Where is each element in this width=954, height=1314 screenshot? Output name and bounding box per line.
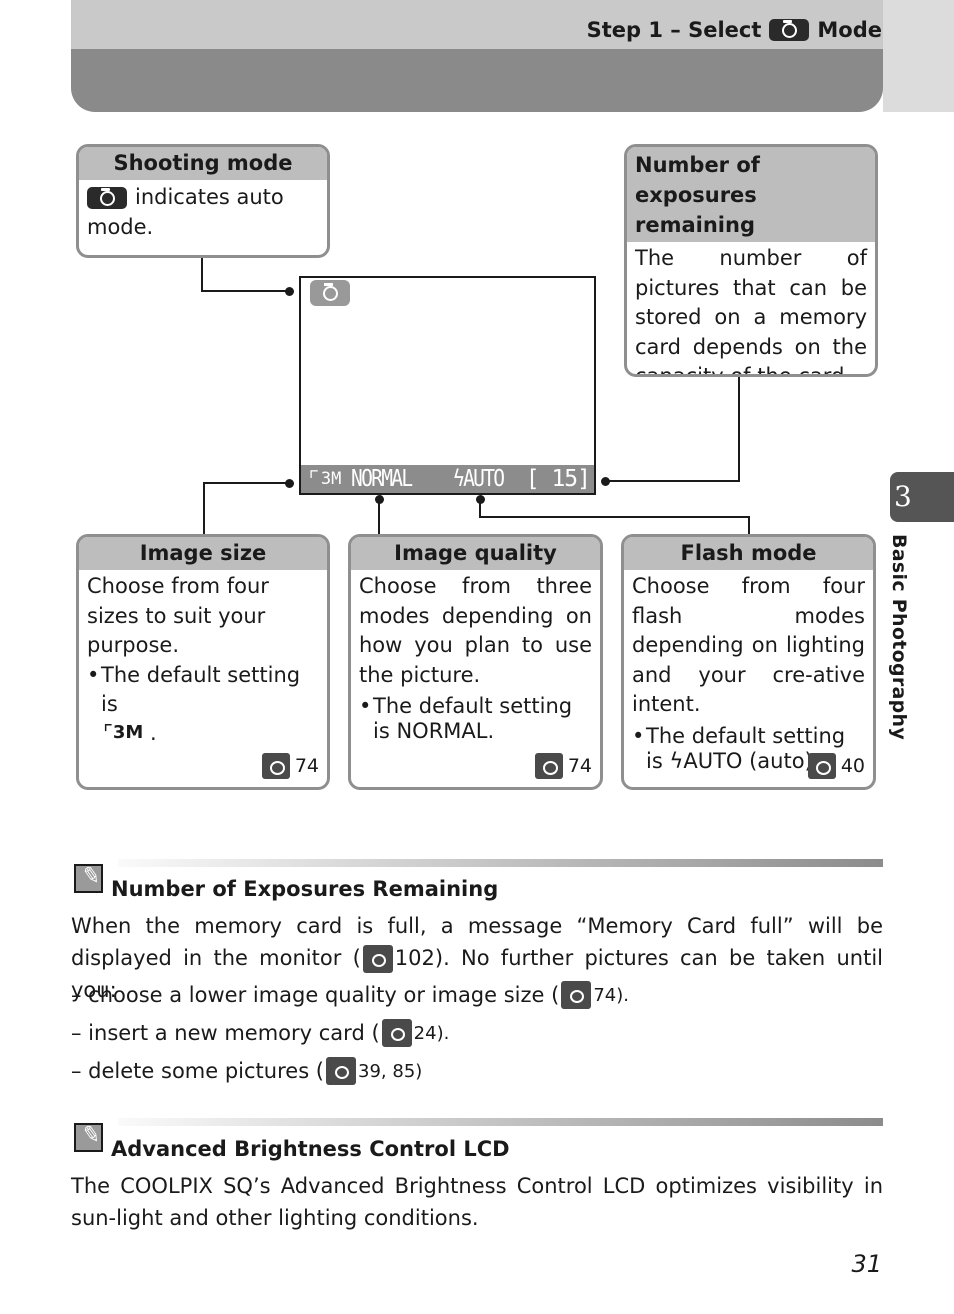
callout-bullet: •The default setting is NORMAL. xyxy=(359,694,573,743)
callout-text: Choose from four flash modes depending o… xyxy=(632,574,865,716)
camera-icon xyxy=(87,187,127,209)
monitor-flash-mode: ϟAUTO xyxy=(453,466,505,492)
connector-dot xyxy=(375,495,384,504)
lightning-icon: ϟ xyxy=(669,748,684,773)
pencil-icon: ✎ xyxy=(74,1122,103,1152)
callout-image-quality: Image quality Choose from three modes de… xyxy=(348,534,603,790)
connector-line xyxy=(605,480,740,482)
reference-icon xyxy=(561,981,592,1009)
callout-body: Choose from three modes depending on how… xyxy=(351,570,600,744)
callout-bullet-value: ⌜3M . xyxy=(103,720,157,745)
callout-bullet: •The default setting is xyxy=(87,662,301,717)
callout-exposures: Number of exposures remaining The number… xyxy=(624,144,878,377)
callout-heading: Image size xyxy=(79,537,327,570)
callout-heading: Number of exposures remaining xyxy=(627,147,875,242)
connector-line xyxy=(479,516,750,518)
callout-bullet: •The default setting is ϟAUTO (auto). xyxy=(632,723,846,773)
monitor-exposure-count: [ 15] xyxy=(525,466,591,492)
reference-icon xyxy=(807,753,836,779)
callout-text: Choose from three modes depending on how… xyxy=(359,574,592,687)
page-reference: 74 xyxy=(261,753,319,779)
connector-dot xyxy=(285,287,294,296)
connector-line xyxy=(201,290,289,292)
connector-dot xyxy=(601,477,610,486)
callout-heading: Flash mode xyxy=(624,537,873,570)
lcd-monitor: ⌜3M NORMAL ϟAUTO [ 15] xyxy=(299,276,596,495)
reference-icon xyxy=(362,945,393,973)
callout-image-size: Image size Choose from four sizes to sui… xyxy=(76,534,330,790)
header-band-dark xyxy=(71,49,883,112)
note-rule xyxy=(118,1118,883,1126)
connector-line xyxy=(378,499,380,535)
connector-line xyxy=(748,516,750,535)
callout-text: Choose from four sizes to suit your purp… xyxy=(87,574,269,657)
reference-icon xyxy=(261,753,290,779)
callout-flash-mode: Flash mode Choose from four flash modes … xyxy=(621,534,876,790)
callout-body: Choose from four sizes to suit your purp… xyxy=(79,570,327,746)
monitor-image-size: ⌜3M xyxy=(307,466,342,492)
note-list-item: – insert a new memory card (24). xyxy=(71,1019,450,1047)
reference-icon xyxy=(326,1057,357,1085)
note-list-item: – delete some pictures (39, 85) xyxy=(71,1057,423,1085)
callout-body: Choose from four flash modes depending o… xyxy=(624,570,873,774)
callout-text: The number of pictures that can be store… xyxy=(635,246,867,377)
connector-dot xyxy=(476,495,485,504)
reference-icon xyxy=(381,1019,412,1047)
title-prefix: Step 1 – Select xyxy=(586,18,762,42)
page-reference: 40 xyxy=(807,753,865,779)
note-paragraph: When the memory card is full, a message … xyxy=(71,914,883,1002)
note-heading: Number of Exposures Remaining xyxy=(111,877,499,901)
connector-line xyxy=(203,482,289,484)
note-list-item: – choose a lower image quality or image … xyxy=(71,981,629,1009)
connector-dot xyxy=(285,479,294,488)
monitor-image-quality: NORMAL xyxy=(351,466,413,492)
side-tab-top xyxy=(883,0,954,112)
callout-body: indicates auto mode. xyxy=(79,180,327,242)
connector-line xyxy=(738,377,740,481)
callout-shooting-mode: Shooting mode indicates auto mode. xyxy=(76,144,330,258)
monitor-status-bar: ⌜3M NORMAL ϟAUTO [ 15] xyxy=(301,465,594,493)
lightning-icon: ϟ xyxy=(453,466,465,492)
chapter-tab: 3 xyxy=(890,472,954,522)
chapter-label-text: Basic Photography xyxy=(888,534,910,741)
note-heading: Advanced Brightness Control LCD xyxy=(111,1137,510,1161)
callout-heading: Shooting mode xyxy=(79,147,327,180)
connector-line xyxy=(201,258,203,291)
camera-icon xyxy=(769,19,810,41)
note-paragraph: The COOLPIX SQ’s Advanced Brightness Con… xyxy=(71,1174,883,1230)
chapter-label: Basic Photography xyxy=(880,534,920,754)
monitor-camera-icon xyxy=(310,280,350,306)
connector-line xyxy=(479,499,481,517)
header-band xyxy=(71,0,883,49)
chapter-number: 3 xyxy=(894,480,912,513)
callout-heading: Image quality xyxy=(351,537,600,570)
title-suffix: Mode xyxy=(817,18,882,42)
reference-icon xyxy=(534,753,563,779)
connector-line xyxy=(203,482,205,535)
page-reference: 74 xyxy=(534,753,592,779)
page-title: Step 1 – Select Mode xyxy=(587,18,882,42)
pencil-icon: ✎ xyxy=(74,863,103,893)
callout-text: indicates auto mode. xyxy=(87,185,284,239)
page-number: 31 xyxy=(851,1250,882,1278)
note-rule xyxy=(118,859,883,867)
